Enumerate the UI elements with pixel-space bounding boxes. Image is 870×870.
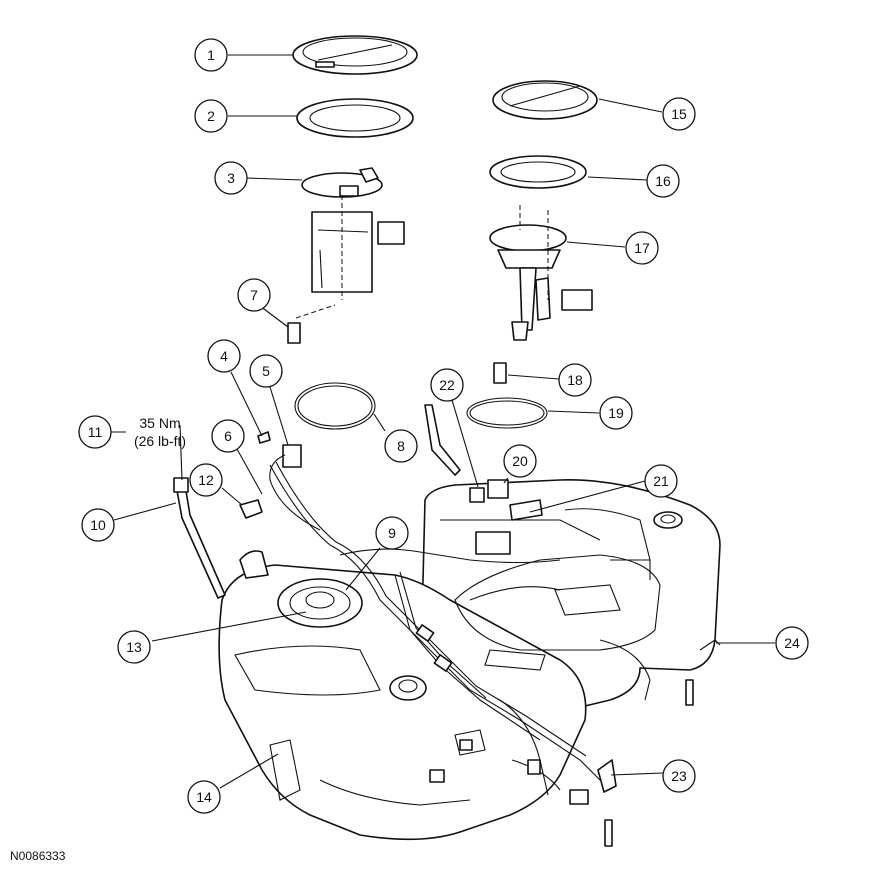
callout-20: 20 — [503, 444, 537, 478]
callout-13: 13 — [117, 630, 151, 664]
fuel-pump-module-left — [301, 167, 405, 300]
callout-label: 8 — [397, 438, 405, 454]
callout-11: 11 — [78, 415, 112, 449]
callout-label: 16 — [655, 173, 671, 189]
callout-7: 7 — [237, 278, 271, 312]
callout-label: 17 — [634, 240, 650, 256]
callout-label: 5 — [262, 363, 270, 379]
callout-label: 22 — [439, 377, 455, 393]
vapor-parts — [239, 431, 321, 531]
callout-16: 16 — [646, 164, 680, 198]
callout-5: 5 — [249, 354, 283, 388]
callout-label: 23 — [671, 768, 687, 784]
callout-label: 15 — [671, 106, 687, 122]
lock-ring-right — [489, 155, 587, 189]
callout-17: 17 — [625, 231, 659, 265]
callout-19: 19 — [599, 396, 633, 430]
callout-8: 8 — [384, 429, 418, 463]
level-sensor-right — [493, 362, 507, 384]
reference-code: N0086333 — [10, 849, 66, 863]
fuel-tank — [218, 479, 721, 841]
callout-9: 9 — [375, 516, 409, 550]
callout-label: 24 — [784, 635, 800, 651]
level-sensor-left — [287, 304, 336, 344]
rollover-valves — [469, 479, 543, 555]
callout-10: 10 — [81, 508, 115, 542]
callout-label: 20 — [512, 453, 528, 469]
callout-label: 3 — [227, 170, 235, 186]
callout-24: 24 — [775, 626, 809, 660]
callout-3: 3 — [214, 161, 248, 195]
callout-label: 7 — [250, 287, 258, 303]
callout-2: 2 — [194, 99, 228, 133]
callout-23: 23 — [662, 759, 696, 793]
callout-12: 12 — [189, 463, 223, 497]
fuel-lines — [269, 461, 721, 847]
torque-lbft: (26 lb-ft) — [134, 433, 186, 449]
callout-label: 10 — [90, 517, 106, 533]
callout-label: 1 — [207, 47, 215, 63]
callout-1: 1 — [194, 38, 228, 72]
fuel-sender-right — [489, 205, 593, 341]
callout-18: 18 — [558, 363, 592, 397]
seal-ring-left — [294, 382, 376, 430]
callout-4: 4 — [207, 339, 241, 373]
callout-label: 9 — [388, 525, 396, 541]
callout-label: 4 — [220, 348, 228, 364]
lock-ring-left — [296, 98, 414, 138]
callout-14: 14 — [187, 780, 221, 814]
callout-6: 6 — [211, 419, 245, 453]
access-cover-left — [292, 35, 418, 75]
tank-strap — [173, 477, 226, 599]
leader-lines — [104, 54, 775, 789]
callout-label: 12 — [198, 472, 214, 488]
callout-21: 21 — [644, 464, 678, 498]
callout-label: 6 — [224, 428, 232, 444]
filler-bracket — [424, 404, 461, 476]
seal-ring-right — [466, 397, 548, 429]
callout-label: 13 — [126, 639, 142, 655]
access-cover-right — [492, 80, 598, 120]
torque-nm: 35 Nm — [139, 415, 180, 431]
callout-label: 14 — [196, 789, 212, 805]
callout-label: 11 — [88, 424, 103, 440]
callout-label: 2 — [207, 108, 215, 124]
callout-label: 18 — [567, 372, 583, 388]
callout-label: 19 — [608, 405, 624, 421]
callout-label: 21 — [653, 473, 669, 489]
callout-15: 15 — [662, 97, 696, 131]
callout-22: 22 — [430, 368, 464, 402]
